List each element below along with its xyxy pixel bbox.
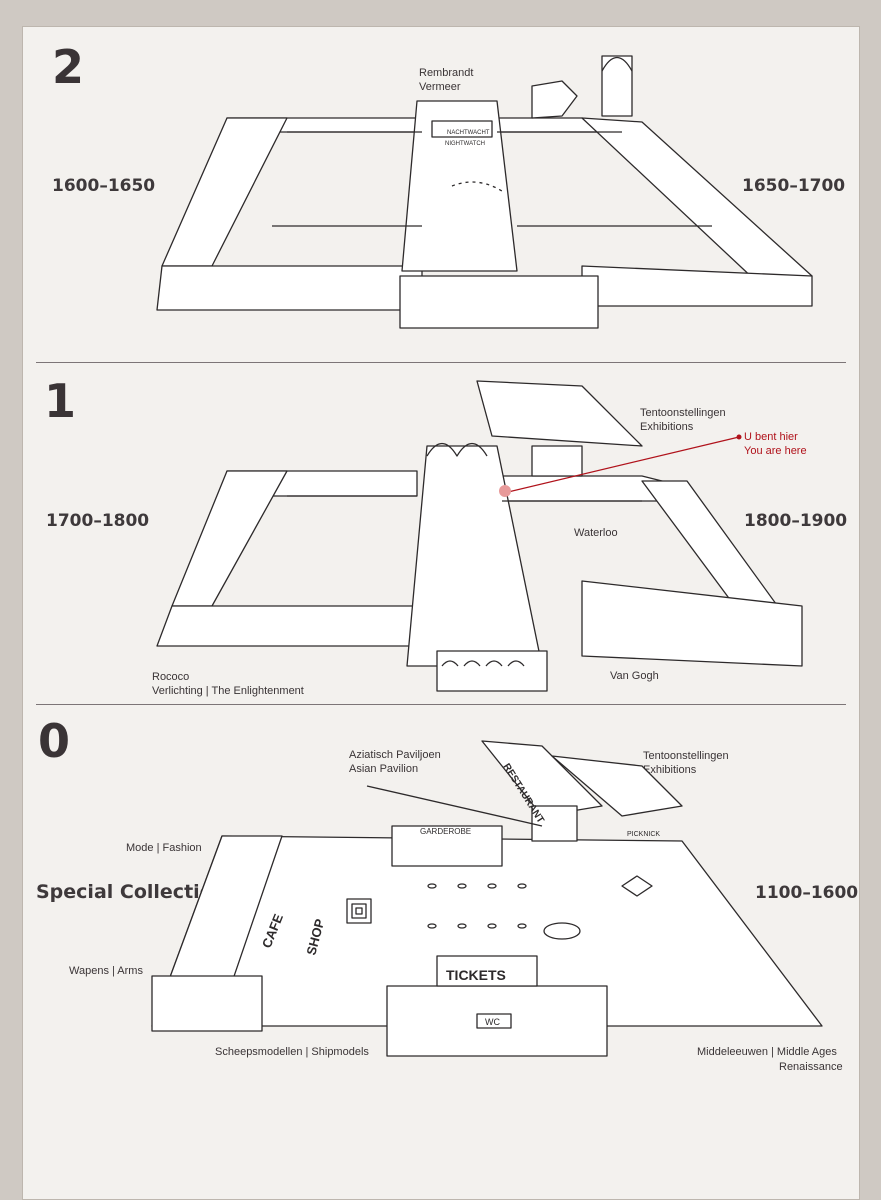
mark-picknick: PICKNICK (627, 831, 660, 838)
level-1-number: 1 (44, 374, 77, 428)
floor-plan-drawings: NACHTWACHT NIGHTWATCH (151, 55, 823, 1057)
level-0-period-right: 1100–1600 (755, 883, 859, 903)
level-0-number: 0 (38, 714, 71, 768)
level-2-number: 2 (52, 40, 85, 94)
label-rococo: Rococo (152, 671, 190, 683)
you-are-here-pointer (507, 436, 740, 493)
level-0-drawing (151, 740, 823, 1057)
level-1-period-right: 1800–1900 (744, 511, 848, 531)
label-u-bent-hier: U bent hier (744, 431, 798, 443)
label-renaissance: Renaissance (779, 1061, 843, 1073)
label-tentoonstellingen-0: Tentoonstellingen (643, 750, 729, 762)
divider-level-1-0 (36, 704, 846, 705)
label-verlichting: Verlichting | The Enlightenment (152, 685, 304, 697)
level-2-period-right: 1650–1700 (742, 176, 846, 196)
label-vermeer: Vermeer (419, 81, 461, 93)
label-you-are-here: You are here (744, 445, 807, 457)
label-wapens: Wapens | Arms (69, 965, 143, 977)
level-2-drawing (156, 55, 813, 329)
you-are-here-pin (736, 434, 742, 440)
divider-level-2-1 (36, 362, 846, 363)
level-2-period-left: 1600–1650 (52, 176, 156, 196)
mark-nightwatch: NIGHTWATCH (445, 141, 485, 147)
label-tentoonstellingen-1: Tentoonstellingen (640, 407, 726, 419)
label-scheeps: Scheepsmodellen | Shipmodels (215, 1046, 369, 1058)
label-waterloo: Waterloo (574, 527, 618, 539)
museum-floor-plan-board: 2 1600–1650 1650–1700 Rembrandt Vermeer … (22, 26, 860, 1200)
label-van-gogh: Van Gogh (610, 670, 659, 682)
level-1-drawing (156, 380, 803, 692)
mark-tickets: TICKETS (446, 967, 506, 983)
mark-garderobe: GARDEROBE (420, 827, 471, 836)
label-middeleeuwen: Middeleeuwen | Middle Ages (697, 1046, 837, 1058)
level-0-period-left: Special Collections (36, 881, 238, 903)
level-1-period-left: 1700–1800 (46, 511, 150, 531)
label-asian: Asian Pavilion (349, 763, 419, 775)
label-rembrandt: Rembrandt (419, 67, 474, 79)
label-aziatisch: Aziatisch Paviljoen (349, 749, 441, 761)
you-are-here-dot (499, 485, 511, 497)
label-mode: Mode | Fashion (126, 842, 202, 854)
label-exhibitions-1: Exhibitions (640, 421, 694, 433)
mark-wc: WC (485, 1017, 500, 1027)
label-exhibitions-0: Exhibitions (643, 764, 697, 776)
mark-nachtwacht: NACHTWACHT (447, 130, 490, 136)
